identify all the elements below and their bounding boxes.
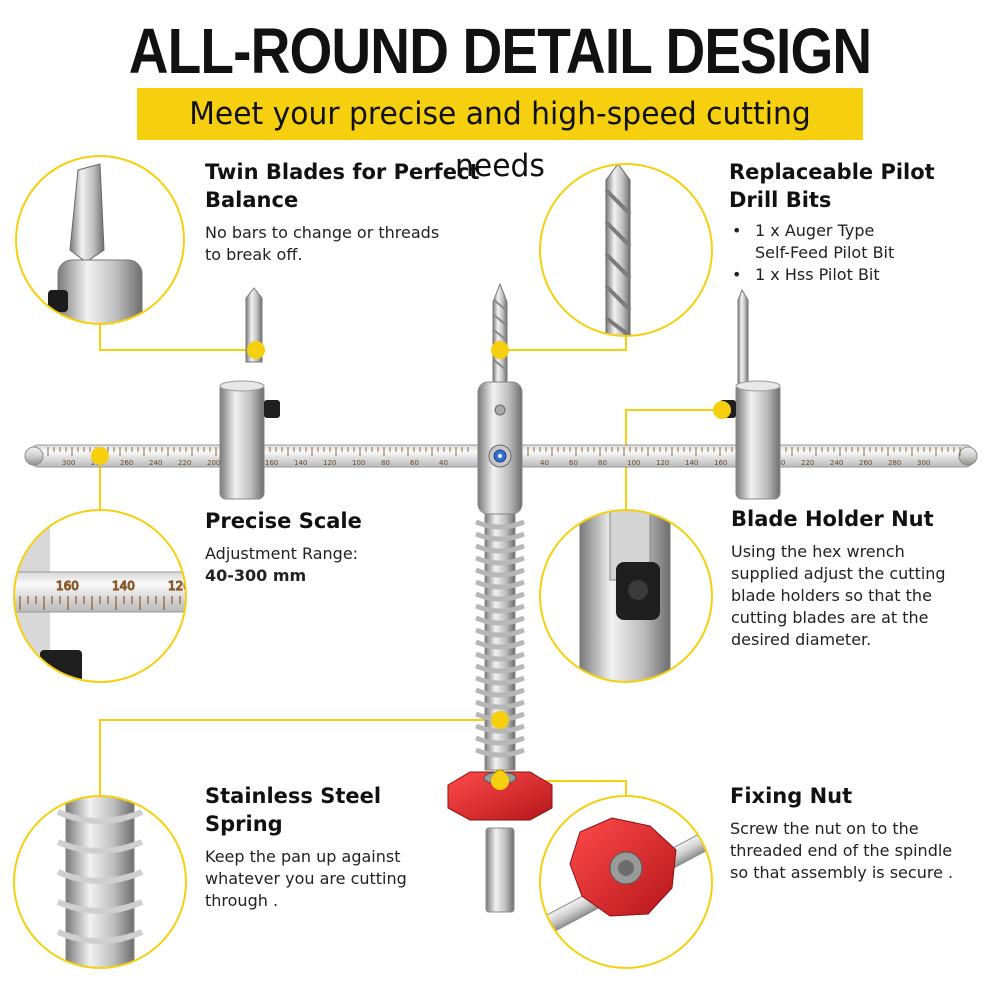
scale-tick-label: 300 <box>62 459 75 467</box>
feature-title: Stainless Steel <box>205 784 382 808</box>
feature-desc: No bars to change or threads <box>205 223 440 242</box>
feature-title: Fixing Nut <box>730 784 853 808</box>
spring-coil <box>475 723 525 734</box>
zoom-blade-image <box>16 156 184 324</box>
feature-desc: Using the hex wrench <box>731 542 905 561</box>
scale-tick-label: 280 <box>888 459 901 467</box>
feature-range-value: 40-300 mm <box>205 566 307 585</box>
scale-tick-label: 160 <box>265 459 278 467</box>
spring-coil <box>475 615 525 626</box>
zoom-scale-label: 140 <box>112 579 135 593</box>
scale-tick-label: 60 <box>569 459 578 467</box>
zoom-scale-image: 160 140 120 <box>14 510 191 682</box>
spring-coil <box>475 651 525 662</box>
feature-twin-blades: Twin Blades for Perfect Balance No bars … <box>205 158 505 266</box>
feature-title: Balance <box>205 188 299 212</box>
feature-desc: Adjustment Range: <box>205 544 359 563</box>
zoom-scale-label: 120 <box>168 579 191 593</box>
bullet-list: 1 x Auger Type Self-Feed Pilot Bit 1 x H… <box>729 220 989 286</box>
scale-tick-label: 240 <box>830 459 843 467</box>
feature-precise-scale: Precise Scale Adjustment Range: 40-300 m… <box>205 507 465 587</box>
pilot-drill-bit <box>492 282 508 383</box>
scale-tick-label: 40 <box>439 459 448 467</box>
feature-desc: Keep the pan up against <box>205 847 401 866</box>
spring-coil <box>475 747 525 758</box>
scale-tick-label: 160 <box>714 459 727 467</box>
feature-pilot-bits: Replaceable Pilot Drill Bits 1 x Auger T… <box>729 158 989 286</box>
bullet-item: 1 x Hss Pilot Bit <box>729 264 989 286</box>
feature-desc: desired diameter. <box>731 630 872 649</box>
scale-tick-label: 140 <box>685 459 698 467</box>
scale-tick-label: 220 <box>801 459 814 467</box>
feature-title: Precise Scale <box>205 509 362 533</box>
scale-tick-label: 260 <box>859 459 872 467</box>
scale-tick-label: 120 <box>323 459 336 467</box>
subtitle-banner: Meet your precise and high-speed cutting… <box>137 88 863 184</box>
feature-desc: so that assembly is secure . <box>730 863 954 882</box>
zoom-drill-image <box>540 164 712 336</box>
spring-coil <box>475 591 525 602</box>
feature-fixing-nut: Fixing Nut Screw the nut on to the threa… <box>730 782 992 884</box>
callout-dots <box>91 341 731 790</box>
spring-coil <box>475 627 525 638</box>
spring-coil <box>475 675 525 686</box>
spring-coil <box>475 531 525 542</box>
feature-desc: supplied adjust the cutting <box>731 564 946 583</box>
spring-coil <box>475 687 525 698</box>
feature-desc: blade holders so that the <box>731 586 932 605</box>
spring-coil <box>475 699 525 710</box>
feature-title: Replaceable Pilot <box>729 160 935 184</box>
feature-title: Blade Holder Nut <box>731 507 934 531</box>
feature-spring: Stainless Steel Spring Keep the pan up a… <box>205 782 465 912</box>
page-title: ALL-ROUND DETAIL DESIGN <box>128 15 872 87</box>
spring-coil <box>475 603 525 614</box>
spring-coil <box>475 639 525 650</box>
scale-tick-label: 140 <box>294 459 307 467</box>
spring-coil <box>475 567 525 578</box>
scale-tick-label: 100 <box>627 459 640 467</box>
scale-tick-label: 100 <box>352 459 365 467</box>
scale-tick-label: 40 <box>540 459 549 467</box>
feature-title: Spring <box>205 812 283 836</box>
feature-desc: whatever you are cutting <box>205 869 407 888</box>
callout-lines <box>99 324 720 796</box>
scale-tick-label: 240 <box>149 459 162 467</box>
scale-tick-label: 220 <box>178 459 191 467</box>
bullet-text: Self-Feed Pilot Bit <box>755 243 895 262</box>
zoom-holder-nut-image <box>540 510 712 682</box>
feature-title: Twin Blades for Perfect <box>205 160 480 184</box>
feature-desc: Screw the nut on to the <box>730 819 919 838</box>
spring-coil <box>475 555 525 566</box>
feature-title: Drill Bits <box>729 188 832 212</box>
zoom-fixing-nut-image <box>540 796 712 968</box>
bullet-item: 1 x Auger Type Self-Feed Pilot Bit <box>729 220 989 264</box>
scale-tick-label: 60 <box>410 459 419 467</box>
feature-desc: through . <box>205 891 279 910</box>
zoom-spring-image <box>14 796 186 968</box>
spindle <box>475 381 525 913</box>
spring-coil <box>475 735 525 746</box>
spring-coil <box>475 663 525 674</box>
scale-tick-label: 80 <box>598 459 607 467</box>
scale-tick-label: 120 <box>656 459 669 467</box>
bullet-text: 1 x Auger Type <box>755 221 875 240</box>
spring-coil <box>475 579 525 590</box>
right-blade-holder <box>720 288 781 500</box>
scale-tick-label: 300 <box>917 459 930 467</box>
feature-desc: threaded end of the spindle <box>730 841 953 860</box>
zoom-scale-label: 160 <box>56 579 79 593</box>
feature-desc: cutting blades are at the <box>731 608 929 627</box>
spring-coil <box>475 543 525 554</box>
scale-tick-label: 260 <box>120 459 133 467</box>
feature-desc: to break off. <box>205 245 303 264</box>
scale-tick-label: 200 <box>207 459 220 467</box>
scale-tick-label: 80 <box>381 459 390 467</box>
feature-blade-holder-nut: Blade Holder Nut Using the hex wrench su… <box>731 505 993 651</box>
spring-coil <box>475 519 525 530</box>
subtitle-text: Meet your precise and high-speed cutting… <box>189 96 811 184</box>
